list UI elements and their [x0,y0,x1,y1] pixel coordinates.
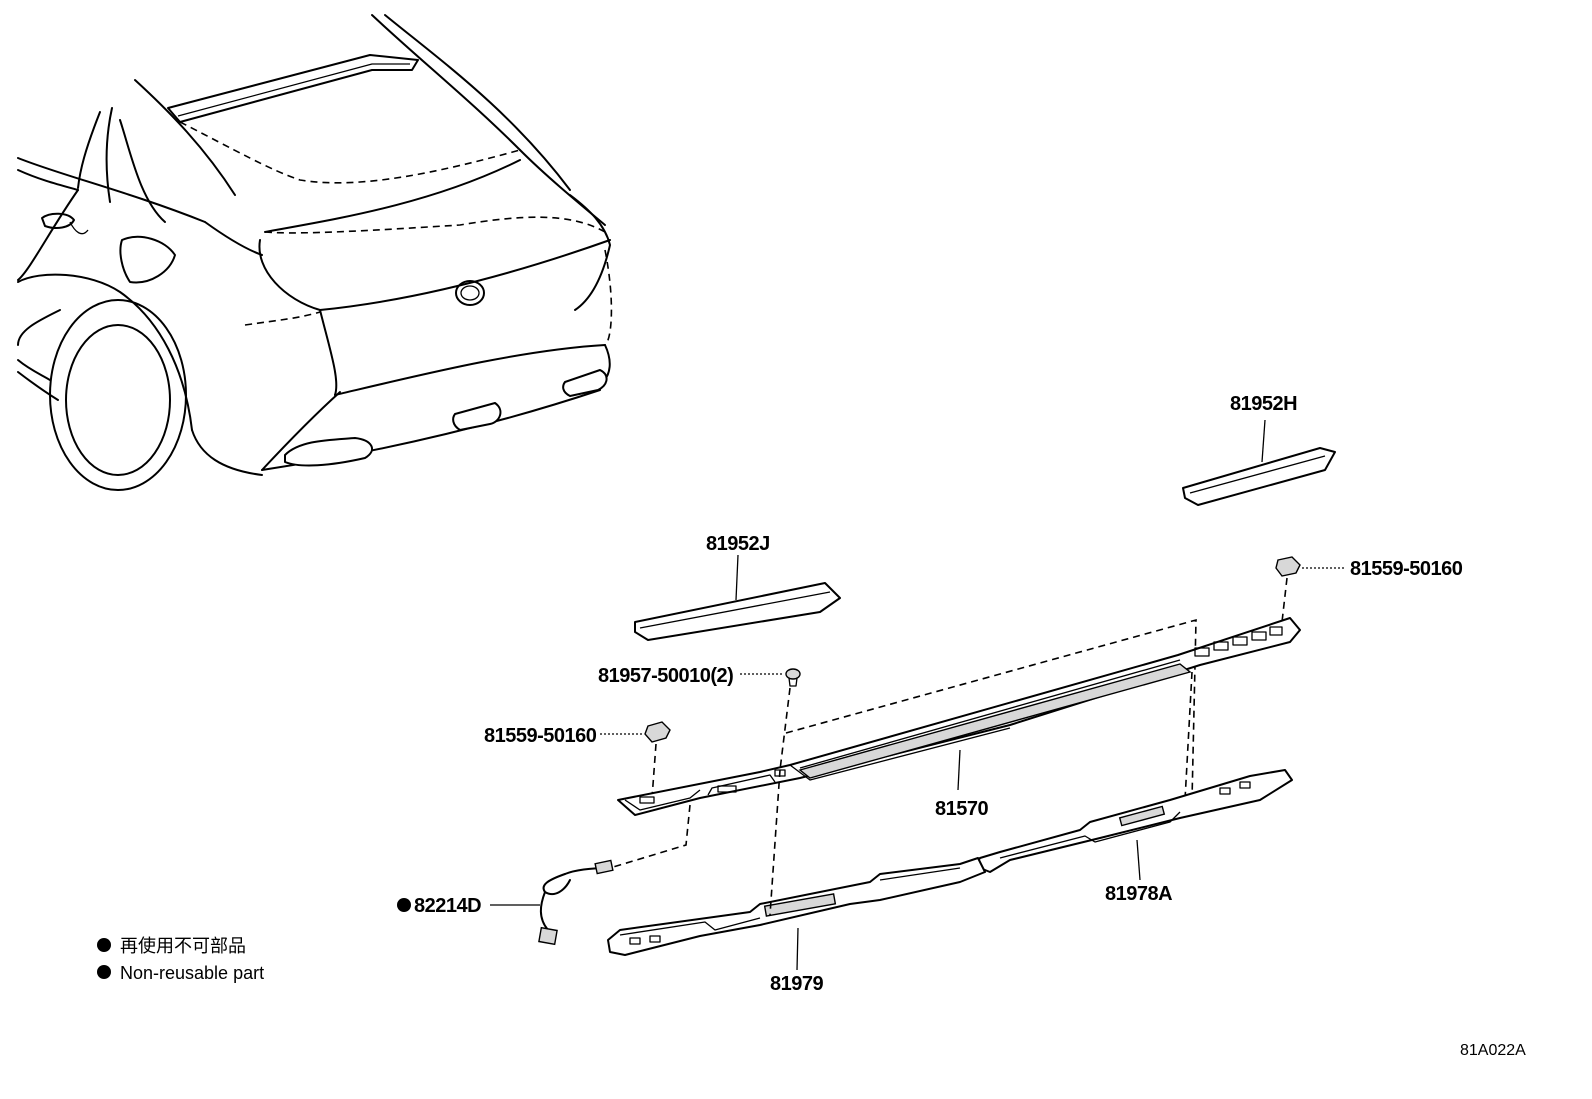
legend-bullet-1 [97,938,111,952]
legend: 再使用不可部品 Non-reusable part [97,936,264,983]
locator-line-screw [769,769,781,916]
label-81952J: 81952J [706,533,770,555]
garnish-assy-81570 [617,617,1301,816]
clip-81559-right [1275,556,1345,623]
diagram-code: 81A022A [1460,1042,1526,1059]
bracket-81979 [607,857,986,971]
bracket-81978A [974,769,1293,881]
label-81559-left: 81559-50160 [484,725,597,747]
wire-82214D [490,859,614,946]
locator-line-wire [609,804,691,869]
label-81952H: 81952H [1230,393,1297,415]
screw-81957 [740,668,801,771]
label-81559-right: 81559-50160 [1350,558,1463,580]
vehicle-rear-illustration [17,14,613,491]
legend-bullet-2 [97,965,111,979]
legend-line-en: Non-reusable part [120,963,264,983]
garnish-81952J [634,554,841,641]
label-81570: 81570 [935,798,988,820]
label-81978A: 81978A [1105,883,1172,905]
garnish-81952H [1182,419,1336,506]
label-82214D: 82214D [414,895,481,917]
label-81957: 81957-50010(2) [598,665,733,687]
clip-81559-left [600,721,671,799]
locator-line-right [1184,671,1193,801]
legend-line-ja: 再使用不可部品 [120,936,246,956]
label-81979: 81979 [770,973,823,995]
non-reusable-marker [397,898,411,912]
